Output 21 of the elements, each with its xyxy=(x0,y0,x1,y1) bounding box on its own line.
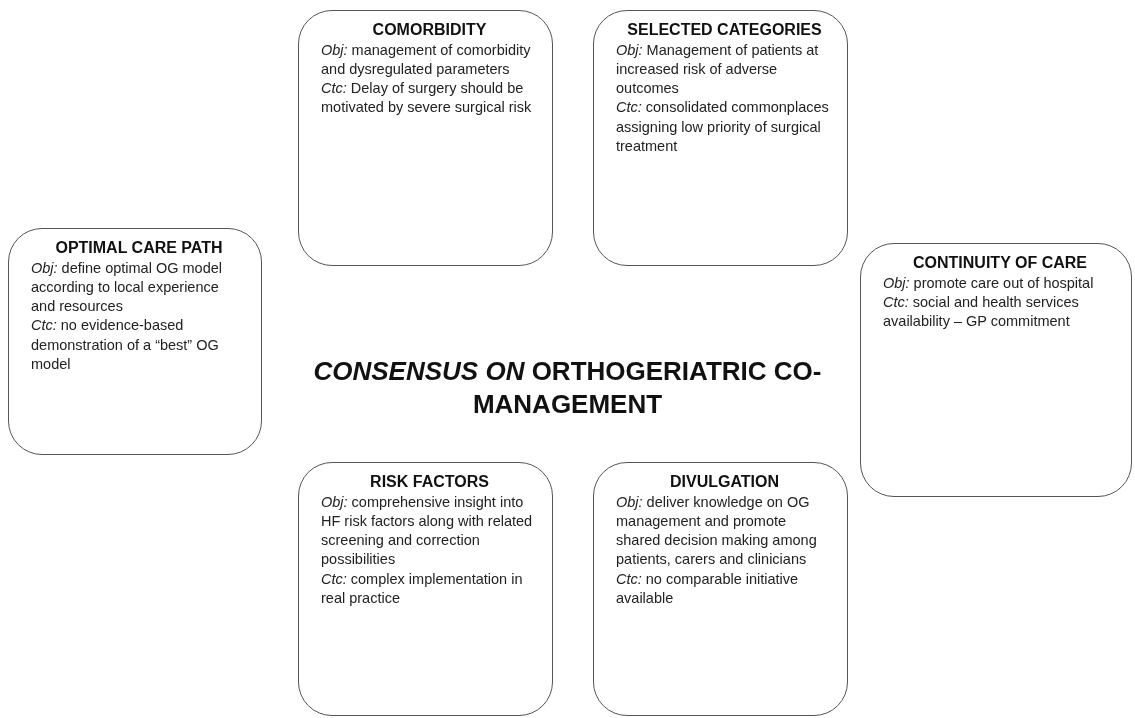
rounded-box xyxy=(8,228,262,455)
rounded-box xyxy=(593,10,848,266)
box-heading: CONTINUITY OF CARE xyxy=(912,254,1088,272)
box-text: Ctc: social and health services availability – GP commitment xyxy=(883,293,1080,332)
rounded-box xyxy=(298,10,553,266)
box-heading: SELECTED CATEGORIES xyxy=(626,21,823,39)
box-heading: OPTIMAL CARE PATH xyxy=(54,239,224,257)
box-text: Ctc: complex implementation in real practice xyxy=(321,569,524,608)
title: CONSENSUS ON ORTHOGERIATRIC CO-MANAGEMENT xyxy=(312,355,823,420)
box-heading: RISK FACTORS xyxy=(369,473,490,491)
box-heading: COMORBIDITY xyxy=(371,21,488,39)
box-heading: DIVULGATION xyxy=(669,473,780,491)
box-text: Obj: promote care out of hospital xyxy=(883,274,1095,293)
rounded-box xyxy=(860,243,1132,497)
box-text: Ctc: Delay of surgery should be motivated by severe surgical risk xyxy=(321,79,533,118)
rounded-box xyxy=(593,462,848,716)
rounded-box xyxy=(298,462,553,716)
box-text: Obj: management of comorbidity and dysregulated parameters xyxy=(321,41,532,80)
box-text: Ctc: no comparable initiative available xyxy=(616,569,800,608)
box-text: Ctc: no evidence-based demonstration of a “best” OG model xyxy=(31,316,220,374)
box-text: Ctc: consolidated commonplaces assigning low priority of surgical treatment xyxy=(616,98,830,156)
